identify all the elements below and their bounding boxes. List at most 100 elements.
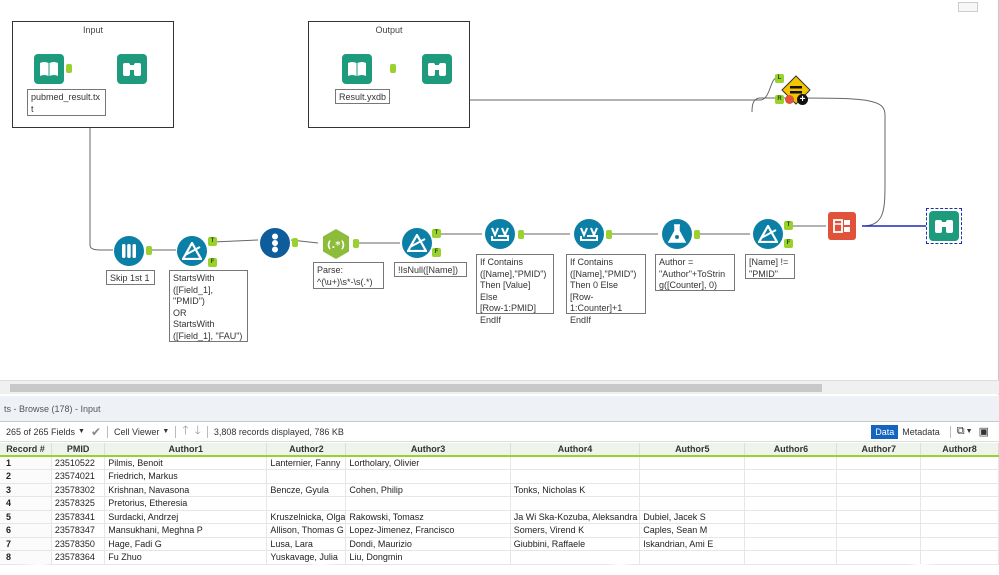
filter-tool-2[interactable]: [401, 227, 433, 259]
cell-viewer-selector[interactable]: Cell Viewer ▼: [114, 427, 169, 437]
chevron-down-icon[interactable]: ▼: [965, 428, 973, 435]
table-cell[interactable]: Dondi, Maurizio: [345, 537, 511, 551]
table-cell[interactable]: 23574021: [51, 469, 106, 484]
scrollbar-thumb[interactable]: [10, 384, 822, 392]
table-cell[interactable]: [920, 550, 999, 565]
metadata-tab[interactable]: Metadata: [902, 426, 940, 437]
column-header[interactable]: Author6: [744, 443, 838, 457]
fields-selector[interactable]: 265 of 265 Fields ▼: [6, 427, 85, 437]
table-cell[interactable]: [744, 550, 838, 565]
filter2-true-anchor[interactable]: T: [432, 229, 441, 238]
input-data-tool[interactable]: [33, 53, 65, 85]
table-cell[interactable]: [744, 469, 838, 484]
table-cell[interactable]: [836, 483, 921, 497]
horizontal-scrollbar[interactable]: [0, 380, 999, 394]
table-cell[interactable]: Lanternier, Fanny: [266, 456, 347, 470]
join-unjoined-anchor[interactable]: [785, 95, 794, 104]
join-right-anchor[interactable]: R: [775, 95, 784, 104]
table-cell[interactable]: Somers, Virend K: [510, 523, 641, 538]
record-number-cell[interactable]: 4: [0, 496, 52, 511]
column-header[interactable]: Record #: [0, 443, 52, 457]
output-data-tool[interactable]: [341, 53, 373, 85]
table-cell[interactable]: [639, 496, 746, 511]
table-cell[interactable]: [920, 510, 999, 524]
record-number-cell[interactable]: 8: [0, 550, 52, 565]
filter1-true-anchor[interactable]: T: [208, 237, 217, 246]
table-cell[interactable]: Liu, Dongmin: [345, 550, 511, 565]
table-cell[interactable]: Pretorius, Etheresia: [104, 496, 268, 511]
multi-row-formula-tool-1[interactable]: [484, 218, 516, 250]
table-cell[interactable]: [510, 456, 641, 470]
filter1-false-anchor[interactable]: F: [208, 258, 217, 267]
column-header[interactable]: Author4: [510, 443, 641, 457]
table-cell[interactable]: [836, 550, 921, 565]
filter3-false-anchor[interactable]: F: [784, 239, 793, 248]
table-cell[interactable]: Cohen, Philip: [345, 483, 511, 497]
table-cell[interactable]: [744, 523, 838, 538]
table-cell[interactable]: [744, 510, 838, 524]
table-cell[interactable]: [639, 483, 746, 497]
table-cell[interactable]: [836, 537, 921, 551]
column-header[interactable]: PMID: [51, 443, 106, 457]
table-cell[interactable]: [639, 469, 746, 484]
join-output-plus-icon[interactable]: +: [797, 94, 808, 105]
table-cell[interactable]: 23578325: [51, 496, 106, 511]
table-cell[interactable]: [836, 523, 921, 538]
workflow-canvas[interactable]: Input Output pubmed_result.tx t Result.y…: [0, 0, 999, 395]
table-cell[interactable]: [744, 456, 838, 470]
table-cell[interactable]: Lortholary, Olivier: [345, 456, 511, 470]
record-number-cell[interactable]: 7: [0, 537, 52, 551]
table-cell[interactable]: [639, 550, 746, 565]
table-cell[interactable]: Surdacki, Andrzej: [104, 510, 268, 524]
regex-output-anchor[interactable]: [353, 239, 359, 248]
results-grid[interactable]: Record # PMID Author1 Author2 Author3 Au…: [0, 443, 999, 565]
record-number-cell[interactable]: 3: [0, 483, 52, 497]
record-number-cell[interactable]: 1: [0, 456, 52, 470]
table-cell[interactable]: Yuskavage, Julia: [266, 550, 347, 565]
table-cell[interactable]: 23578347: [51, 523, 106, 538]
canvas-corner-button[interactable]: [958, 2, 978, 12]
column-header[interactable]: Author7: [836, 443, 921, 457]
table-cell[interactable]: [836, 496, 921, 511]
browse-tool-output[interactable]: [421, 53, 453, 85]
table-cell[interactable]: [920, 469, 999, 484]
counter-output-anchor[interactable]: [292, 238, 298, 247]
filter-tool-3[interactable]: [752, 218, 784, 250]
table-cell[interactable]: [836, 510, 921, 524]
table-cell[interactable]: Tonks, Nicholas K: [510, 483, 641, 497]
table-cell[interactable]: [510, 496, 641, 511]
filter3-true-anchor[interactable]: T: [784, 221, 793, 230]
save-icon[interactable]: ▣: [978, 426, 989, 438]
column-header[interactable]: Author2: [266, 443, 347, 457]
table-cell[interactable]: [744, 496, 838, 511]
formula-output-anchor[interactable]: [694, 230, 700, 239]
table-cell[interactable]: [920, 523, 999, 538]
mrf2-output-anchor[interactable]: [606, 230, 612, 239]
filter-tool-1[interactable]: [176, 235, 208, 267]
multi-row-counter-tool[interactable]: [259, 227, 291, 259]
table-cell[interactable]: Fu Zhuo: [104, 550, 268, 565]
table-cell[interactable]: 23510522: [51, 456, 106, 470]
table-cell[interactable]: [510, 469, 641, 484]
column-header[interactable]: Author8: [920, 443, 999, 457]
table-cell[interactable]: [920, 456, 999, 470]
table-cell[interactable]: 23578302: [51, 483, 106, 497]
table-cell[interactable]: [266, 469, 347, 484]
table-cell[interactable]: Giubbini, Raffaele: [510, 537, 641, 551]
table-cell[interactable]: Pilmis, Benoit: [104, 456, 268, 470]
table-cell[interactable]: [345, 496, 511, 511]
record-number-cell[interactable]: 2: [0, 469, 52, 484]
copy-icon[interactable]: ⧉: [956, 425, 965, 437]
browse-tool-final[interactable]: [928, 210, 960, 242]
table-cell[interactable]: Allison, Thomas G: [266, 523, 347, 538]
table-cell[interactable]: Lopez-Jimenez, Francisco: [345, 523, 511, 538]
table-cell[interactable]: Dubiel, Jacek S: [639, 510, 746, 524]
column-header[interactable]: Author3: [345, 443, 511, 457]
table-cell[interactable]: Kruszelnicka, Olga: [266, 510, 347, 524]
table-cell[interactable]: Ja Wi Ska-Kozuba, Aleksandra: [510, 510, 641, 524]
